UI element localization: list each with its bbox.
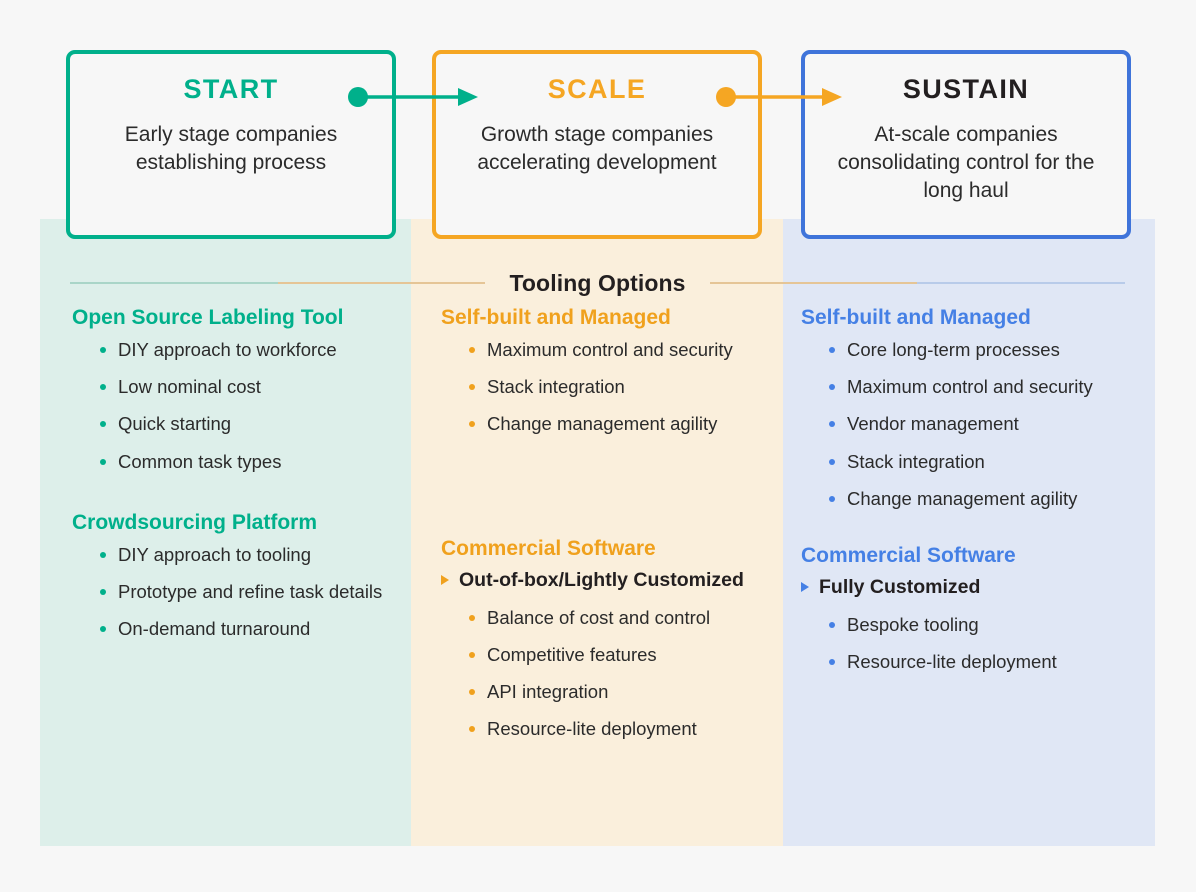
- list-item: Resource-lite deployment: [469, 717, 769, 740]
- list-item: Low nominal cost: [100, 375, 397, 398]
- list-item: Change management agility: [829, 487, 1141, 510]
- group-title: Commercial Software: [801, 543, 1016, 567]
- stage-title-scale: SCALE: [547, 74, 647, 104]
- tooling-group-self-built-and-managed-scale: Self-built and Managed Maximum control a…: [441, 306, 769, 436]
- stage-title-sustain: SUSTAIN: [902, 74, 1030, 104]
- group-title: Commercial Software: [441, 536, 656, 560]
- divider-rule-sustain: [917, 282, 1126, 284]
- group-subheading: Out-of-box/Lightly Customized: [441, 569, 769, 592]
- bullet-list: DIY approach to tooling Prototype and re…: [72, 543, 397, 640]
- list-item: Stack integration: [829, 450, 1141, 473]
- group-spacer: [441, 436, 769, 537]
- tooling-group-commercial-software-sustain: Commercial Software Fully Customized Bes…: [801, 544, 1141, 674]
- list-item: Maximum control and security: [469, 338, 769, 361]
- group-spacer: [72, 473, 397, 511]
- list-item: Prototype and refine task details: [100, 580, 397, 603]
- group-subheading-label: Fully Customized: [819, 575, 981, 598]
- group-title: Self-built and Managed: [801, 306, 1031, 329]
- stage-title-start: START: [183, 74, 279, 104]
- bullet-list: Core long-term processes Maximum control…: [801, 338, 1141, 510]
- bullet-list: Maximum control and security Stack integ…: [441, 338, 769, 435]
- stage-description-sustain: At-scale companies consolidating control…: [837, 123, 1095, 202]
- list-item: Resource-lite deployment: [829, 650, 1141, 673]
- list-item: Stack integration: [469, 375, 769, 398]
- divider-rule-scale-right: [709, 282, 918, 284]
- stage-box-start[interactable]: START Early stage companies establishing…: [66, 50, 396, 239]
- stage-description-start: Early stage companies establishing proce…: [124, 123, 338, 174]
- tooling-group-self-built-and-managed-sustain: Self-built and Managed Core long-term pr…: [801, 306, 1141, 510]
- triangle-right-icon: [441, 574, 449, 585]
- triangle-right-icon: [801, 581, 809, 592]
- tooling-options-heading-row: Tooling Options: [40, 264, 1155, 302]
- group-title: Self-built and Managed: [441, 306, 671, 329]
- stage-box-scale[interactable]: SCALE Growth stage companies acceleratin…: [432, 50, 762, 239]
- tooling-group-crowdsourcing-platform: Crowdsourcing Platform DIY approach to t…: [72, 511, 397, 641]
- group-subheading-label: Out-of-box/Lightly Customized: [459, 568, 744, 591]
- divider-rule-start: [70, 282, 278, 284]
- list-item: Common task types: [100, 450, 397, 473]
- group-spacer: [801, 510, 1141, 544]
- list-item: Change management agility: [469, 412, 769, 435]
- stage-description-scale: Growth stage companies accelerating deve…: [477, 123, 717, 174]
- list-item: On-demand turnaround: [100, 617, 397, 640]
- bullet-list: DIY approach to workforce Low nominal co…: [72, 338, 397, 473]
- tooling-column-start: Open Source Labeling Tool DIY approach t…: [40, 306, 411, 846]
- list-item: Quick starting: [100, 412, 397, 435]
- list-item: Competitive features: [469, 643, 769, 666]
- tooling-column-sustain: Self-built and Managed Core long-term pr…: [783, 306, 1155, 846]
- list-item: DIY approach to workforce: [100, 338, 397, 361]
- list-item: API integration: [469, 680, 769, 703]
- column-background-start: [40, 219, 411, 846]
- tooling-columns: Open Source Labeling Tool DIY approach t…: [40, 306, 1155, 846]
- bullet-list: Bespoke tooling Resource-lite deployment: [801, 613, 1141, 673]
- list-item: Maximum control and security: [829, 375, 1141, 398]
- tooling-options-label: Tooling Options: [509, 269, 686, 296]
- column-background-sustain: [783, 219, 1155, 846]
- group-title: Crowdsourcing Platform: [72, 510, 318, 534]
- list-item: Balance of cost and control: [469, 606, 769, 629]
- list-item: DIY approach to tooling: [100, 543, 397, 566]
- bullet-list: Balance of cost and control Competitive …: [441, 606, 769, 741]
- stage-box-sustain[interactable]: SUSTAIN At-scale companies consolidating…: [801, 50, 1131, 239]
- list-item: Vendor management: [829, 412, 1141, 435]
- list-item: Core long-term processes: [829, 338, 1141, 361]
- tooling-group-open-source-labeling-tool: Open Source Labeling Tool DIY approach t…: [72, 306, 397, 473]
- divider-rule-scale-left: [277, 282, 486, 284]
- list-item: Bespoke tooling: [829, 613, 1141, 636]
- tooling-group-commercial-software-scale: Commercial Software Out-of-box/Lightly C…: [441, 537, 769, 741]
- group-subheading: Fully Customized: [801, 576, 1141, 599]
- column-background-scale: [411, 219, 783, 846]
- tooling-column-scale: Self-built and Managed Maximum control a…: [411, 306, 783, 846]
- group-title: Open Source Labeling Tool: [72, 306, 344, 329]
- stage-boxes-row: START Early stage companies establishing…: [0, 0, 1196, 250]
- column-background-panel: [40, 219, 1155, 846]
